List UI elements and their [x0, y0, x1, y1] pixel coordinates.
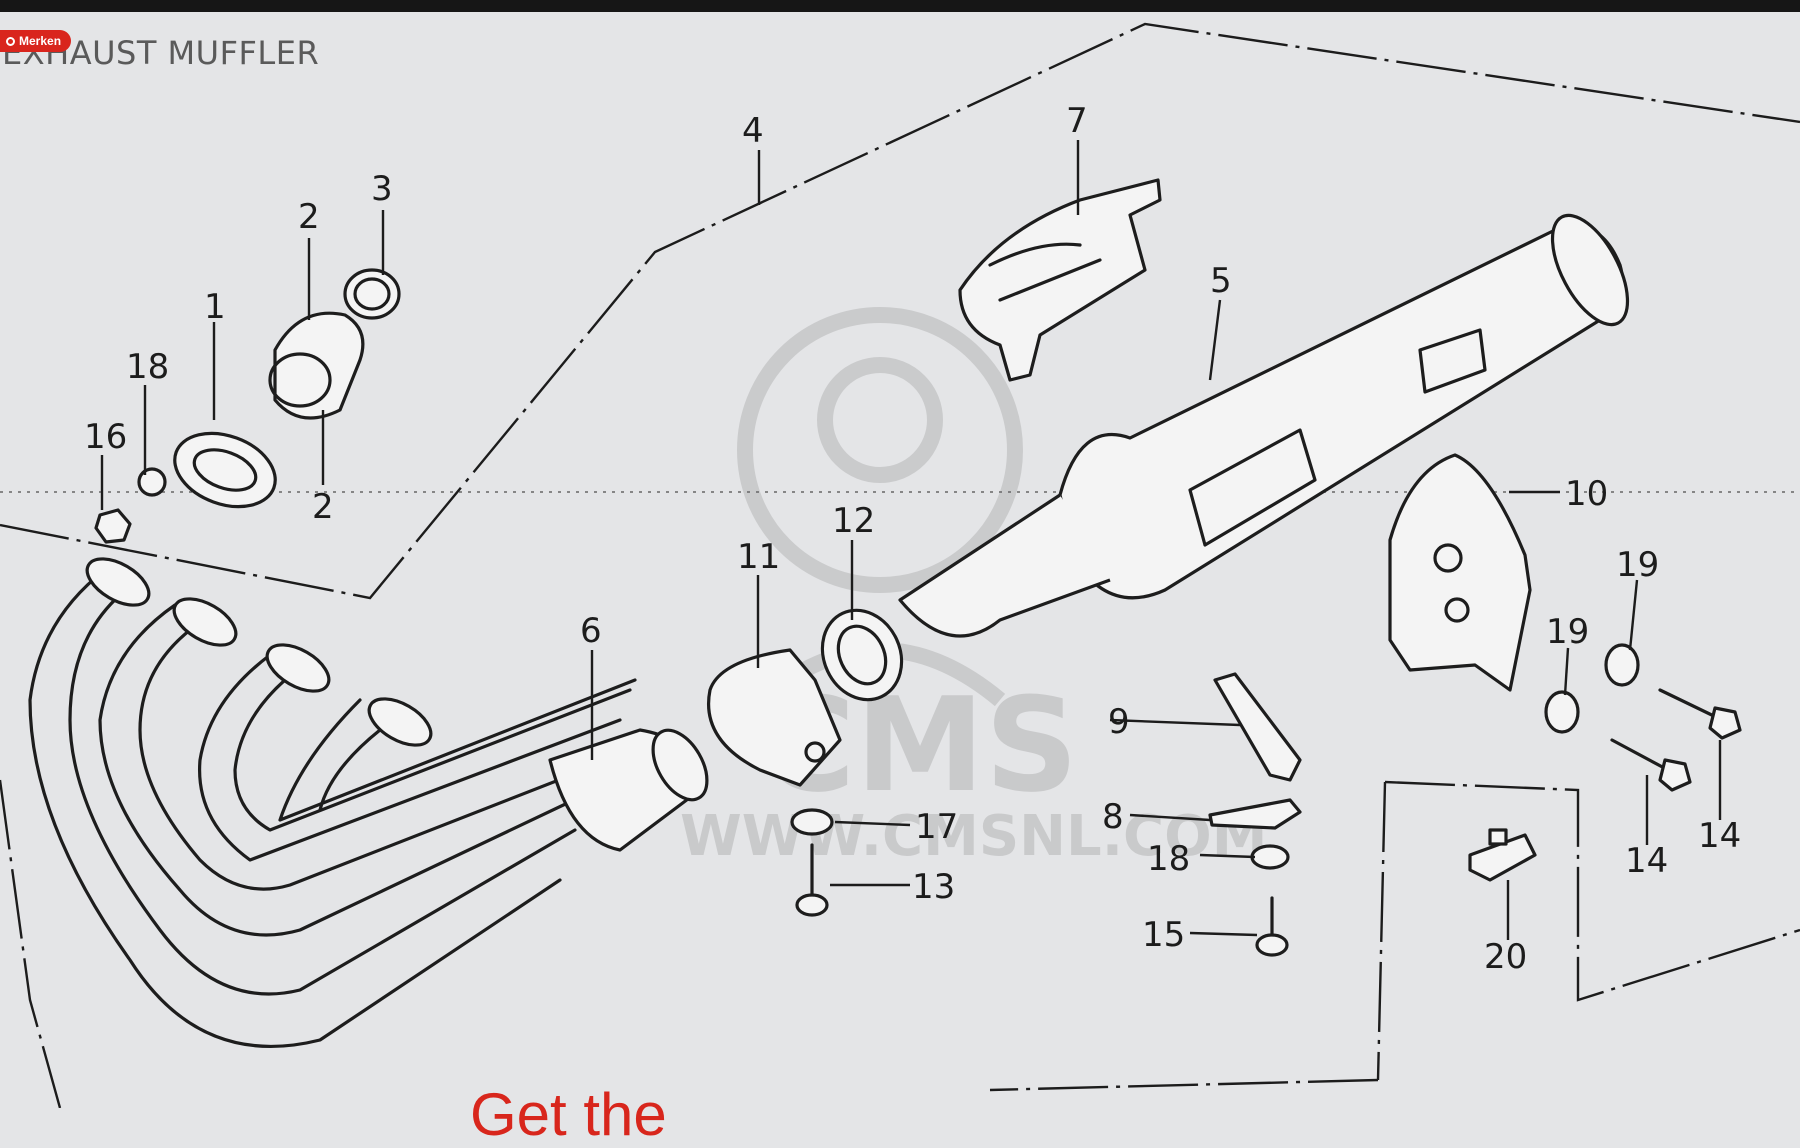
callout-12: 12 [832, 501, 875, 541]
washer-18b [1250, 844, 1290, 870]
exhaust-header [28, 557, 709, 1048]
callout-18-bottom: 18 [1147, 839, 1190, 879]
heat-shield [958, 178, 1162, 382]
collar [173, 431, 277, 509]
o-ring [343, 268, 401, 320]
callout-4: 4 [742, 111, 764, 151]
callout-2-top: 2 [298, 197, 320, 237]
callout-17: 17 [915, 807, 958, 847]
muffler-bracket [1388, 453, 1532, 692]
callout-6: 6 [580, 611, 602, 651]
bolt-14a [1658, 688, 1742, 740]
bookmark-icon [6, 37, 15, 46]
watermark-url: WWW.CMSNL.COM [680, 804, 1267, 869]
save-badge-label: Merken [19, 34, 62, 48]
callout-1: 1 [204, 287, 226, 327]
callout-19-bottom: 19 [1546, 612, 1589, 652]
washer-19b [1544, 690, 1580, 734]
washer-17 [790, 808, 834, 836]
top-bezel [0, 0, 1800, 12]
callout-8: 8 [1102, 797, 1124, 837]
callout-3: 3 [371, 169, 393, 209]
save-badge[interactable]: Merken [0, 30, 72, 52]
callout-14-left: 14 [1625, 841, 1668, 881]
callout-18-top: 18 [126, 347, 169, 387]
exhaust-joint [268, 311, 365, 420]
callout-5: 5 [1210, 261, 1232, 301]
callout-15: 15 [1142, 915, 1185, 955]
callout-14-right: 14 [1698, 816, 1741, 856]
callout-20: 20 [1484, 937, 1527, 977]
callout-11: 11 [737, 537, 780, 577]
callout-19-top: 19 [1616, 545, 1659, 585]
callout-2-bottom: 2 [312, 487, 334, 527]
callout-9: 9 [1108, 702, 1130, 742]
washer-19a [1604, 643, 1640, 687]
leader-lines [100, 140, 1722, 940]
bolt-14b [1610, 738, 1692, 792]
callout-16: 16 [84, 417, 127, 457]
band [1213, 672, 1302, 782]
callout-10: 10 [1565, 474, 1608, 514]
bolt-13 [795, 843, 829, 917]
nut-16 [94, 508, 132, 544]
group-outline-muffler [0, 22, 1800, 600]
footer-text: Get the [470, 1081, 667, 1148]
band-bracket [1208, 798, 1302, 830]
callout-7: 7 [1066, 101, 1088, 141]
washer-18 [137, 467, 167, 497]
clip-nut [1468, 833, 1537, 882]
muffler-body [898, 213, 1630, 638]
callout-13: 13 [912, 867, 955, 907]
bolt-15 [1255, 896, 1289, 957]
group-outline-lower [1384, 780, 1800, 1002]
parts-diagram: CMS WWW.CMSNL.COM [0, 22, 1800, 1108]
